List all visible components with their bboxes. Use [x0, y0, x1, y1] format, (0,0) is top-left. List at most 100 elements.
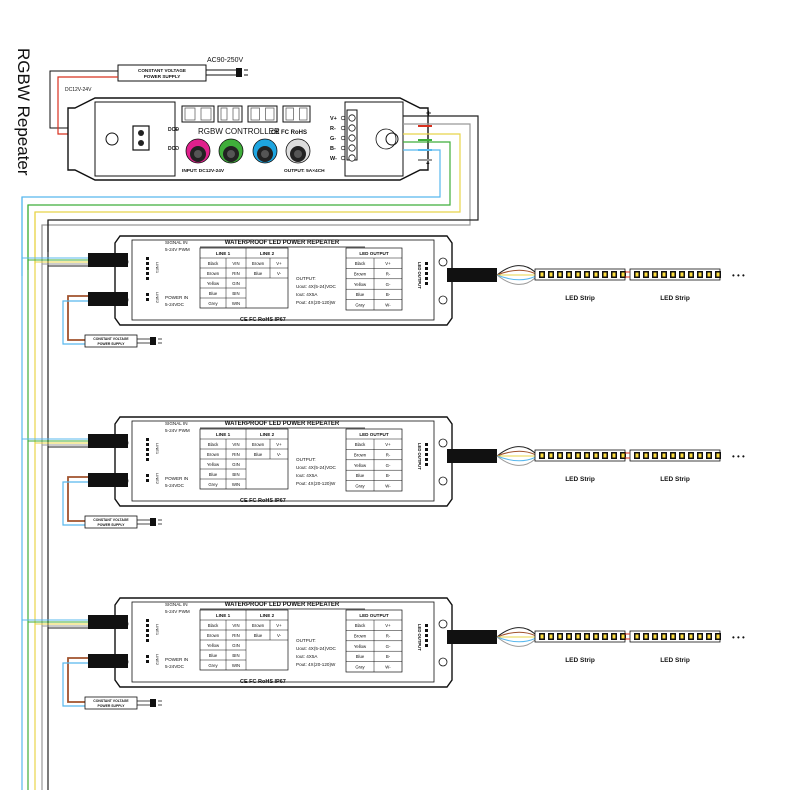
terminal-label: G- — [330, 136, 336, 142]
iout-label: Iout: 4X5A — [296, 473, 318, 478]
wire-map-cell: Brown — [252, 261, 265, 266]
main-supply-label-1: CONSTANT VOLTAGE — [138, 68, 186, 73]
mount-hole-icon — [385, 132, 399, 146]
plug-icon — [150, 518, 156, 526]
signal-bus — [21, 197, 49, 790]
dc-minus-label: DC- — [168, 146, 177, 152]
wire-map-cell: WIN — [232, 301, 240, 306]
wire-map-cell: RIN — [232, 452, 239, 457]
mount-hole-icon — [105, 132, 119, 146]
line1-header: LINE 1 — [216, 432, 231, 437]
power-spec-label: 5-24VDC — [165, 664, 185, 669]
led-output-cell: Blue — [356, 654, 365, 659]
led-output-cell: Black — [355, 623, 366, 628]
dc-plus-label: DC+ — [168, 127, 178, 133]
led-output-cell: Gray — [355, 665, 365, 670]
led-output-cell: G- — [386, 463, 391, 468]
wire-map-cell: Blue — [254, 633, 263, 638]
led-output-cell: R- — [386, 452, 391, 457]
wire-map-cell: RIN — [232, 271, 239, 276]
iout-label: Iout: 4X5A — [296, 292, 318, 297]
led-strip-label: LED Strip — [660, 295, 690, 302]
led-output-cell: W- — [385, 303, 391, 308]
led-output-cell: Gray — [355, 303, 365, 308]
controller-minus-mark: - — [426, 157, 430, 169]
power-spec-label: 5-24VDC — [165, 302, 185, 307]
led-output-side-label: LED OUTPUT — [417, 624, 422, 651]
line2-header: LINE 2 — [260, 613, 275, 618]
wire-map-cell: BIN — [232, 653, 239, 658]
led-output-side-label: LED OUTPUT — [417, 443, 422, 470]
signal-cable — [88, 615, 128, 629]
uout-label: Uout: 4X(5-24)VDC — [296, 284, 337, 289]
plug-icon — [150, 699, 156, 707]
power-cable — [88, 473, 128, 487]
plug-icon — [150, 337, 156, 345]
line1-tag: LINE1 — [155, 443, 160, 455]
led-output-side-label: LED OUTPUT — [417, 262, 422, 289]
screw-icon — [348, 124, 356, 132]
line2-tag: LINE2 — [155, 654, 160, 666]
repeater-title: WATERPROOF LED POWER REPEATER — [225, 240, 340, 246]
wire-map-cell: V- — [277, 633, 282, 638]
small-supply-label-1: CONSTANT VOLTAGE — [93, 337, 129, 341]
led-output-cell: Brown — [354, 271, 367, 276]
screw-icon — [348, 144, 356, 152]
ac-plug-icon — [236, 68, 242, 77]
wire-map-cell: Brown — [207, 452, 220, 457]
control-knobs — [185, 138, 311, 164]
wire-map-cell: Blue — [209, 291, 218, 296]
pout-label: Pout: 4X(20-120)W — [296, 481, 336, 486]
dc-output-label: DC12V-24V — [65, 87, 92, 93]
led-output-cell: W- — [385, 665, 391, 670]
dc-input-terminal — [132, 125, 150, 151]
continuation-dots: • • • — [732, 452, 745, 461]
output-header: OUTPUT: — [296, 638, 316, 643]
rgbw-controller: DC+ DC- RGBW CONTROLLER CE FC RoHS INPUT… — [67, 97, 429, 181]
led-output-cell: Brown — [354, 452, 367, 457]
led-output-cell: R- — [386, 633, 391, 638]
wire-map-cell: VIN — [232, 442, 239, 447]
output-terminal-labels: V+R-G-B-W- — [330, 115, 346, 162]
continuation-dots: • • • — [732, 633, 745, 642]
led-output-cell: Black — [355, 442, 366, 447]
wire-map-cell: Black — [208, 623, 219, 628]
output-cable — [447, 268, 497, 282]
signal-spec-label: 5-24V PWM — [165, 428, 190, 433]
led-output-cell: Black — [355, 261, 366, 266]
output-header: OUTPUT: — [296, 457, 316, 462]
wire-map-cell: GIN — [232, 462, 240, 467]
led-output-cell: Yellow — [354, 282, 367, 287]
repeater-certs: CE FC RoHS IP67 — [240, 498, 286, 504]
repeater-title: WATERPROOF LED POWER REPEATER — [225, 602, 340, 608]
led-output-cell: B- — [386, 654, 391, 659]
wire-map-cell: GIN — [232, 281, 240, 286]
line2-tag: LINE2 — [155, 292, 160, 304]
led-output-cell: Blue — [356, 292, 365, 297]
wire-map-cell: V+ — [276, 442, 282, 447]
line1-header: LINE 1 — [216, 613, 231, 618]
line1-tag: LINE1 — [155, 624, 160, 636]
screw-icon — [348, 114, 356, 122]
small-supply-label-2: POWER SUPPLY — [97, 704, 125, 708]
output-cable — [447, 449, 497, 463]
wire-map-cell: Brown — [207, 633, 220, 638]
pout-label: Pout: 4X(20-120)W — [296, 300, 336, 305]
wire-map-cell: Brown — [252, 442, 265, 447]
signal-cable — [88, 253, 128, 267]
mount-hole-icon — [438, 438, 448, 448]
controller-plus-mark: + — [426, 108, 431, 118]
wire-map-cell: Grey — [208, 482, 218, 487]
terminal-label: R- — [330, 126, 336, 132]
repeater-certs: CE FC RoHS IP67 — [240, 317, 286, 323]
wire-map-cell: Grey — [208, 301, 218, 306]
line2-header: LINE 2 — [260, 432, 275, 437]
power-in-label: POWER IN — [165, 476, 188, 481]
small-supply-label-1: CONSTANT VOLTAGE — [93, 699, 129, 703]
wire-map-cell: Grey — [208, 663, 218, 668]
wire-map-cell: V- — [277, 271, 282, 276]
line1-header: LINE 1 — [216, 251, 231, 256]
led-strip-label: LED Strip — [660, 657, 690, 664]
